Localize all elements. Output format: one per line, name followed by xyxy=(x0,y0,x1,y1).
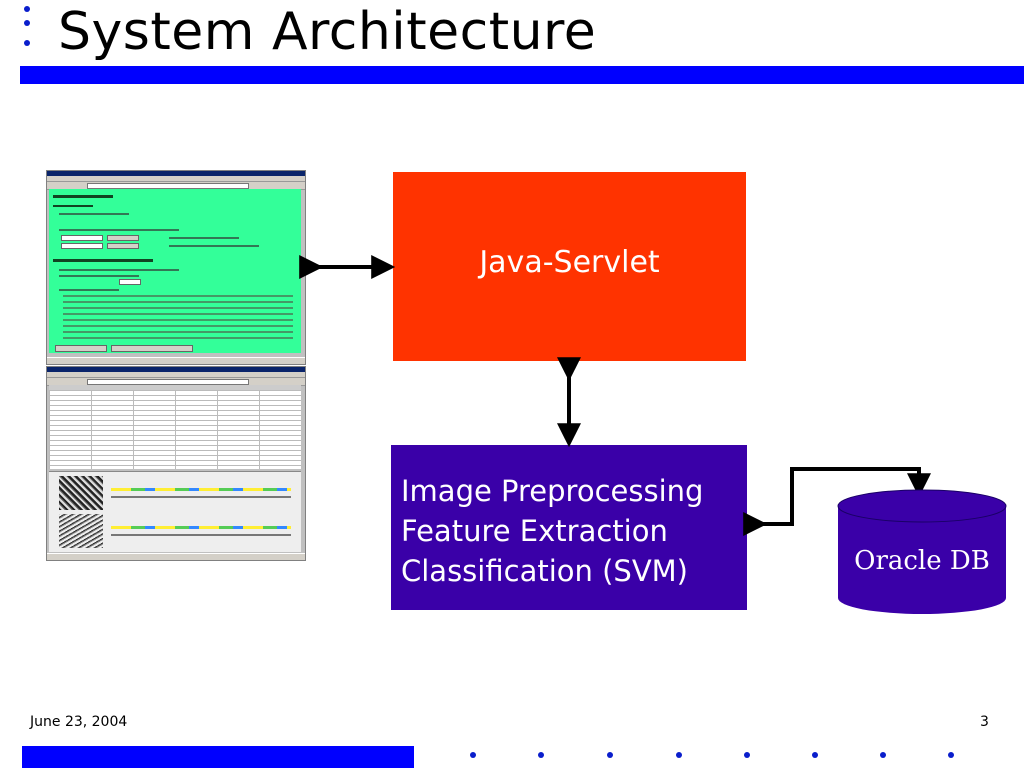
footer-dot-5 xyxy=(744,752,750,758)
image-processing-box: Image Preprocessing Feature Extraction C… xyxy=(391,445,747,610)
footer-dot-8 xyxy=(948,752,954,758)
page-number: 3 xyxy=(980,714,989,730)
slide-title: System Architecture xyxy=(58,2,597,62)
footer-dot-1 xyxy=(470,752,476,758)
classification-form-area xyxy=(49,189,301,353)
texture-thumbnail-2 xyxy=(59,514,103,548)
screenshot-results-page xyxy=(46,366,306,561)
footer-dot-6 xyxy=(812,752,818,758)
results-image-grid xyxy=(49,471,301,552)
title-bullet-dot-bottom xyxy=(24,20,30,26)
footer-bar xyxy=(22,746,414,768)
browser-menubar xyxy=(47,176,305,182)
browser-taskbar xyxy=(47,357,305,364)
footer-dot-3 xyxy=(607,752,613,758)
screenshot-classification-page xyxy=(46,170,306,365)
database-cylinder-icon xyxy=(837,489,1007,614)
oracle-db-label: Oracle DB xyxy=(854,546,990,576)
browser-menubar xyxy=(47,372,305,378)
footer-dot-7 xyxy=(880,752,886,758)
footer-dot-2 xyxy=(538,752,544,758)
arrow-processing-to-database xyxy=(743,467,931,536)
footer-dot-4 xyxy=(676,752,682,758)
results-table-area xyxy=(49,385,301,469)
java-servlet-label: Java-Servlet xyxy=(479,245,660,280)
processing-line-classification: Classification (SVM) xyxy=(401,554,688,588)
browser-titlebar xyxy=(47,367,305,372)
processing-line-feature-extraction: Feature Extraction xyxy=(401,514,668,548)
footer-date: June 23, 2004 xyxy=(30,714,128,730)
title-underline-bar xyxy=(20,66,1024,84)
browser-titlebar xyxy=(47,171,305,176)
title-bullet-dot-third xyxy=(24,40,30,46)
title-bullet-dot-top xyxy=(24,6,30,12)
java-servlet-box: Java-Servlet xyxy=(393,172,746,361)
texture-thumbnail-1 xyxy=(59,476,103,510)
processing-line-preprocessing: Image Preprocessing xyxy=(401,474,704,508)
browser-taskbar xyxy=(47,553,305,560)
